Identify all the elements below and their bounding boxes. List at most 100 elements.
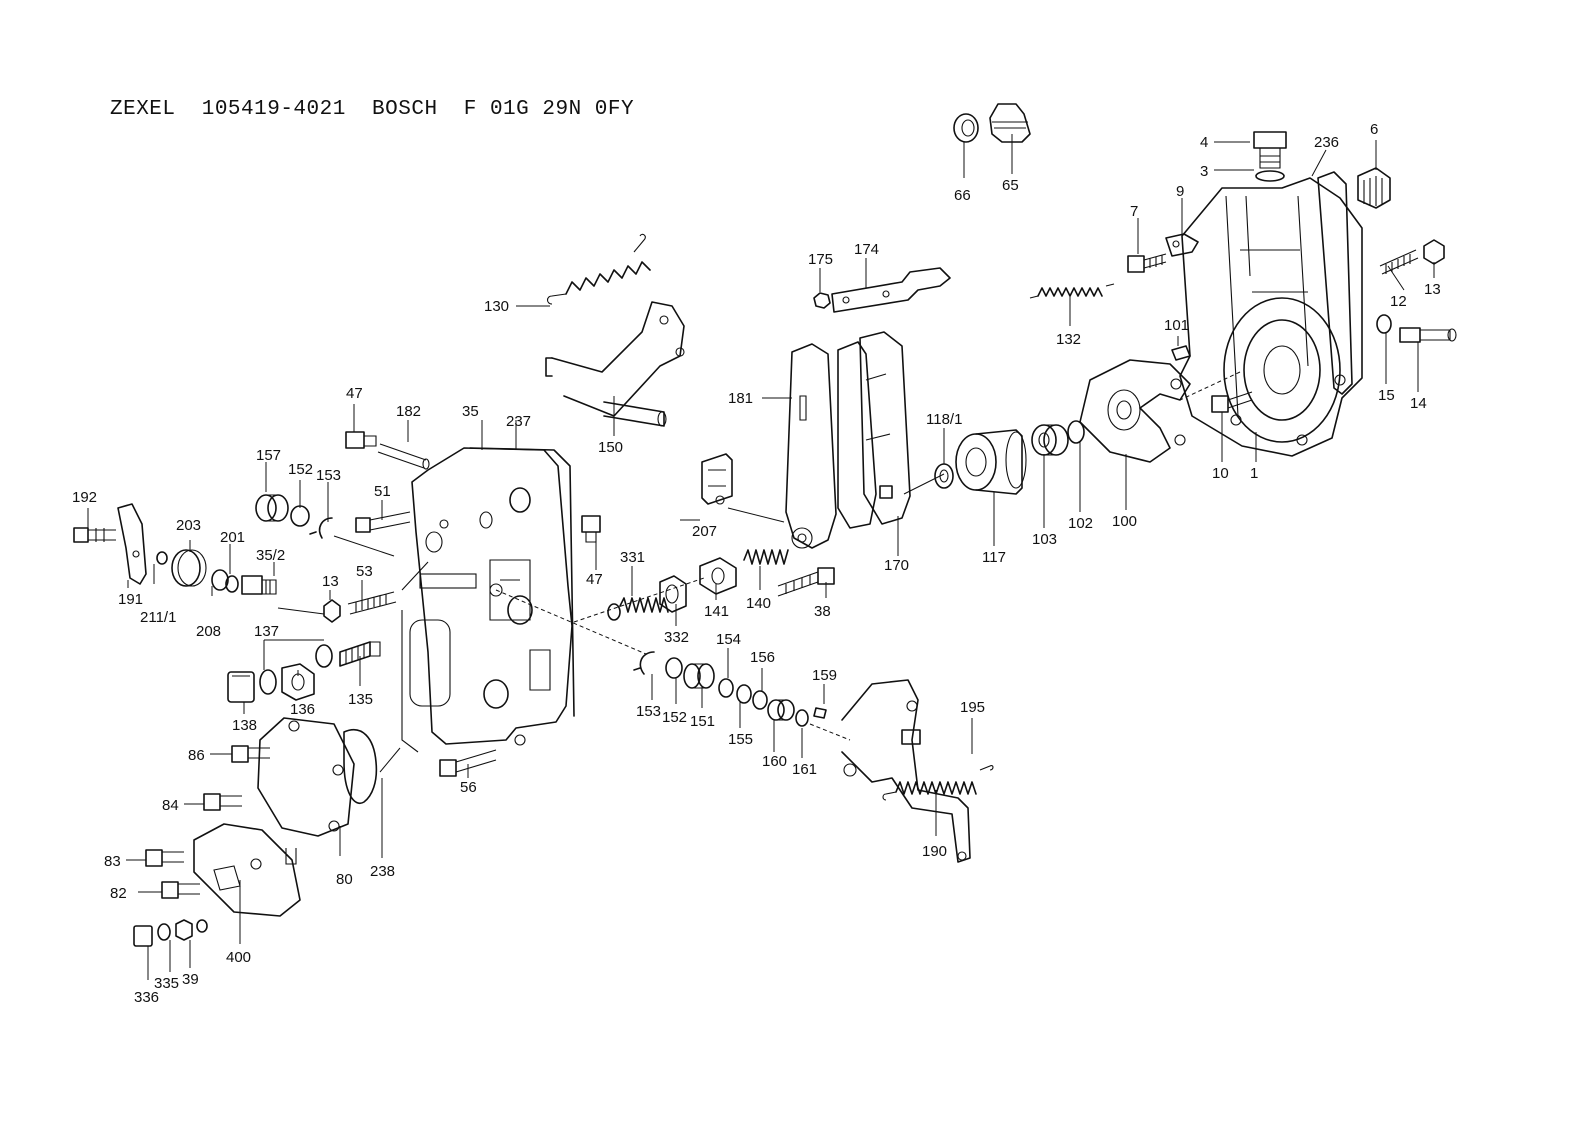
ring-201 <box>225 575 239 593</box>
label-138: 138 <box>232 717 257 734</box>
label-153b: 153 <box>636 703 661 720</box>
label-101: 101 <box>1164 317 1189 334</box>
washer-66 <box>953 113 979 143</box>
label-38: 38 <box>814 603 831 620</box>
label-56: 56 <box>460 779 477 796</box>
label-157: 157 <box>256 447 281 464</box>
label-13a: 13 <box>1424 281 1441 298</box>
label-336: 336 <box>134 989 159 1006</box>
bolt-192 <box>73 527 116 543</box>
bolt-47a <box>345 431 377 449</box>
label-203: 203 <box>176 517 201 534</box>
label-141: 141 <box>704 603 729 620</box>
label-35: 35 <box>462 403 479 420</box>
label-238: 238 <box>370 863 395 880</box>
label-150: 150 <box>598 439 623 456</box>
o-ring-152a <box>290 505 310 527</box>
label-7: 7 <box>1130 203 1138 220</box>
label-161: 161 <box>792 761 817 778</box>
label-84: 84 <box>162 797 179 814</box>
o-ring-137b <box>315 644 333 668</box>
label-181: 181 <box>728 390 753 407</box>
label-135: 135 <box>348 691 373 708</box>
label-118-1: 118/1 <box>926 411 962 428</box>
label-35-2: 35/2 <box>256 547 285 564</box>
label-154: 154 <box>716 631 741 648</box>
label-192: 192 <box>72 489 97 506</box>
label-155: 155 <box>728 731 753 748</box>
label-201: 201 <box>220 529 245 546</box>
bolt-86 <box>231 745 270 763</box>
bracket-400 <box>193 823 301 917</box>
stud-53 <box>347 591 397 615</box>
circlip-153b <box>633 651 655 675</box>
housing-1 <box>1179 177 1363 457</box>
label-195: 195 <box>960 699 985 716</box>
circlip-153a <box>309 517 333 539</box>
label-207: 207 <box>692 523 717 540</box>
governor-cover-35 <box>401 447 575 753</box>
plug-6 <box>1357 167 1391 209</box>
label-136: 136 <box>290 701 315 718</box>
lever-170 <box>837 331 911 529</box>
plug-65 <box>989 103 1031 143</box>
bolt-51 <box>355 511 411 533</box>
bolt-83 <box>145 849 184 867</box>
label-132: 132 <box>1056 331 1081 348</box>
screw-4 <box>1253 131 1287 169</box>
label-182: 182 <box>396 403 421 420</box>
ring-208 <box>211 569 229 591</box>
label-137: 137 <box>254 623 279 640</box>
label-237: 237 <box>506 413 531 430</box>
nut-136 <box>281 663 315 701</box>
washer-39b <box>196 919 208 933</box>
spring-331 <box>607 597 669 621</box>
label-331: 331 <box>620 549 645 566</box>
lever-190 <box>841 679 971 863</box>
label-53: 53 <box>356 563 373 580</box>
spring-132 <box>1029 283 1115 299</box>
plug-336 <box>133 925 153 947</box>
washer-137 <box>259 669 277 695</box>
spring-screw-135 <box>339 641 381 667</box>
bolt-82 <box>161 881 200 899</box>
label-400: 400 <box>226 949 251 966</box>
ring-102 <box>1067 420 1085 444</box>
label-47a: 47 <box>346 385 363 402</box>
washer-211-1 <box>156 551 168 565</box>
screw-138 <box>227 671 255 703</box>
label-66: 66 <box>954 187 971 204</box>
label-102: 102 <box>1068 515 1093 532</box>
bolt-14 <box>1399 327 1457 343</box>
sleeve-117 <box>955 429 1027 495</box>
label-13b: 13 <box>322 573 339 590</box>
label-39: 39 <box>182 971 199 988</box>
label-15: 15 <box>1378 387 1395 404</box>
lever-181 <box>785 343 837 549</box>
label-6: 6 <box>1370 121 1378 138</box>
nut-13a <box>1423 239 1445 265</box>
label-51: 51 <box>374 483 391 500</box>
label-140: 140 <box>746 595 771 612</box>
clip-9 <box>1165 233 1199 257</box>
nut-332 <box>659 575 687 613</box>
label-211-1: 211/1 <box>140 609 176 626</box>
bolt-84 <box>203 793 242 811</box>
label-332: 332 <box>664 629 689 646</box>
label-80: 80 <box>336 871 353 888</box>
spring-140 <box>743 549 789 565</box>
nut-13b <box>323 599 341 623</box>
screw-38 <box>777 567 835 597</box>
label-14: 14 <box>1410 395 1427 412</box>
label-12: 12 <box>1390 293 1407 310</box>
seal-ring-3 <box>1255 170 1285 182</box>
bush-141 <box>699 557 737 595</box>
ring-154 <box>718 678 734 698</box>
diagram-title: ZEXEL 105419-4021 BOSCH F 01G 29N 0FY <box>110 98 635 121</box>
label-82: 82 <box>110 885 127 902</box>
bush-103 <box>1031 424 1069 456</box>
label-236: 236 <box>1314 134 1339 151</box>
label-151: 151 <box>690 713 715 730</box>
key-101 <box>1171 345 1191 361</box>
